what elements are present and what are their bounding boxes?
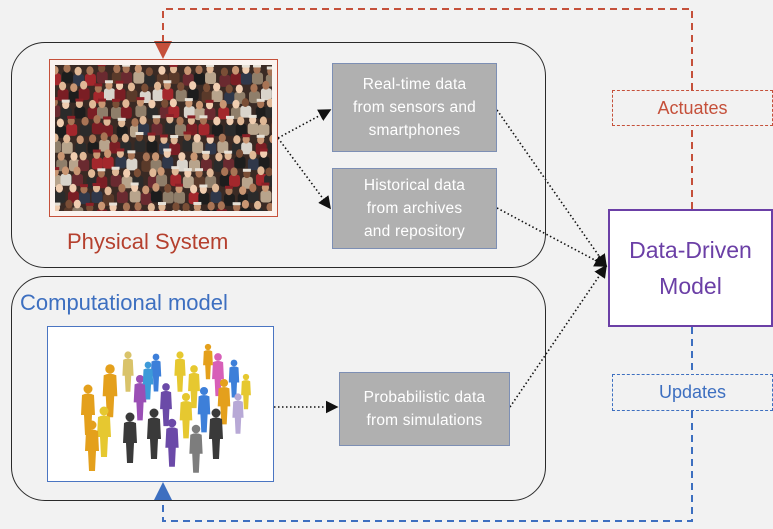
realtime-line-2: from sensors and (353, 99, 476, 116)
physical-system-title: Physical System (67, 229, 229, 254)
historical-line-2: from archives (366, 200, 463, 217)
people-silhouettes (81, 343, 251, 473)
arrow-probabilistic-to-model (509, 264, 607, 408)
computational-model-title: Computational model (20, 290, 228, 315)
probabilistic-line-1: Probabilistic data (363, 389, 486, 406)
crowd-photo-frame (49, 59, 278, 217)
arrow-photo-to-realtime (277, 109, 332, 139)
updates-line-bottom (154, 411, 693, 522)
arrow-photo-to-historical (277, 137, 331, 210)
actuates-label: Actuates (612, 90, 773, 126)
realtime-line-3: smartphones (368, 122, 461, 139)
actuates-loop (154, 8, 693, 209)
model-line-1: Data-Driven (629, 237, 752, 263)
computational-model-panel (11, 276, 546, 501)
realtime-data-box: Real-time data from sensors and smartpho… (332, 63, 497, 152)
updates-loop (154, 327, 693, 522)
updates-label: Updates (612, 374, 773, 411)
data-driven-model-box: Data-Driven Model (608, 209, 773, 327)
crowd-photo (55, 65, 272, 211)
physical-system-panel (11, 42, 546, 268)
historical-line-1: Historical data (363, 177, 466, 194)
historical-line-3: and repository (363, 223, 466, 240)
model-line-2: Model (659, 273, 722, 299)
probabilistic-line-2: from simulations (366, 412, 483, 429)
historical-data-box: Historical data from archives and reposi… (332, 168, 497, 249)
actuates-line-top (154, 8, 693, 90)
realtime-line-1: Real-time data (362, 76, 467, 93)
data-flow-arrows (274, 109, 608, 414)
probabilistic-data-box: Probabilistic data from simulations (339, 372, 510, 446)
silhouette-frame (47, 326, 274, 482)
arrow-historical-to-model (496, 207, 608, 267)
